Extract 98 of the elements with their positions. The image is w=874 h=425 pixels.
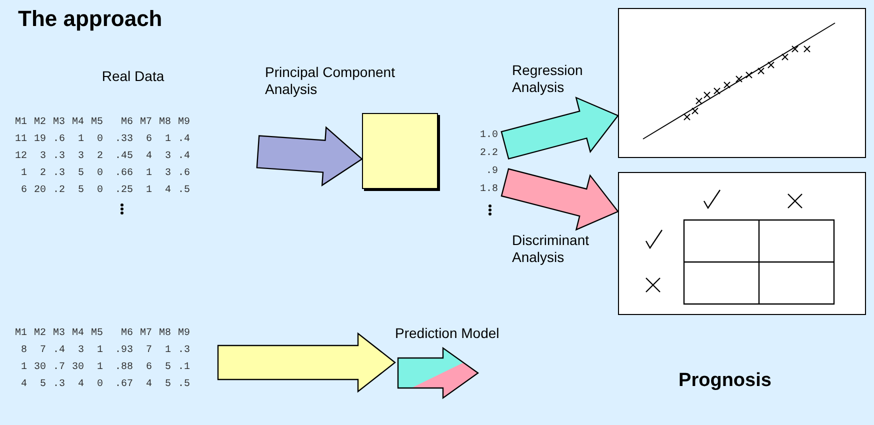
result-label: Prognosis — [678, 370, 772, 392]
table-cell-text: M8 — [158, 327, 171, 341]
table-cell-text: .33 — [114, 133, 133, 147]
table-cell-text: M1 — [14, 116, 27, 130]
table-cell-text: 4 — [76, 378, 84, 392]
block-arrow — [217, 332, 396, 393]
table-cell-text: M2 — [32, 116, 46, 130]
table-cell-text: .45 — [114, 150, 133, 164]
table-cell-text: .5 — [176, 378, 190, 392]
block-arrow — [500, 96, 619, 160]
table-cell-text: .88 — [114, 361, 133, 375]
score-value: 1.8 — [478, 184, 498, 195]
table-cell-text: .7 — [52, 361, 65, 375]
table-cell-text: 0 — [96, 133, 103, 147]
table-cell-text: 4 — [20, 378, 27, 392]
table-cell-text: .4 — [52, 344, 65, 358]
table-heading: Real Data — [100, 68, 166, 84]
table-cell-text: 7 — [144, 344, 152, 358]
table-cell-text: M9 — [176, 327, 190, 341]
table-cell-text: 0 — [96, 378, 103, 392]
table-cell-text: M9 — [176, 116, 190, 130]
table-cell-text: 3 — [38, 150, 46, 164]
table-cell-text: 19 — [32, 133, 46, 147]
table-cell-text: 3 — [76, 344, 84, 358]
table-cell-text: 7 — [38, 344, 46, 358]
table-cell-text: M4 — [70, 116, 84, 130]
table-cell-text: .2 — [52, 184, 65, 198]
table-cell-text: M2 — [32, 327, 46, 341]
table-cell-text: .3 — [52, 167, 65, 181]
table-cell-text: M8 — [158, 116, 171, 130]
table-cell-text: 4 — [144, 378, 152, 392]
table-cell-text: .25 — [114, 184, 133, 198]
table-cell-text: .6 — [52, 133, 65, 147]
table-cell-text: 1 — [164, 133, 171, 147]
block-arrow — [256, 126, 363, 186]
table-cell-text: 3 — [164, 167, 171, 181]
table-cell-text: 4 — [164, 184, 171, 198]
table-cell-text: 3 — [164, 150, 171, 164]
table-cell-text: 30 — [70, 361, 84, 375]
table-cell-text: .3 — [176, 344, 190, 358]
table-cell-text: .67 — [114, 378, 133, 392]
table-cell-text: .4 — [176, 133, 190, 147]
table-cell-text: M7 — [138, 327, 152, 341]
table-cell-text: 1 — [96, 344, 103, 358]
score-value: .9 — [484, 166, 498, 177]
edge-label: Regression Analysis — [512, 62, 584, 96]
table-cell-text: 11 — [14, 133, 27, 147]
table-cell-text: M3 — [52, 116, 65, 130]
table-cell-text: 1 — [20, 167, 27, 181]
edge-label: Discriminant Analysis — [512, 232, 590, 266]
table-cell-text: 20 — [32, 184, 46, 198]
table-cell-text: .3 — [52, 150, 65, 164]
table-cell-text: 1 — [76, 133, 84, 147]
table-cell-text: .3 — [52, 378, 65, 392]
arrow-label: Prediction Model — [395, 325, 500, 341]
table-cell-text: 0 — [96, 167, 103, 181]
table-cell-text: 5 — [164, 378, 171, 392]
table-cell-text: 0 — [96, 184, 103, 198]
table-cell-text: M3 — [52, 327, 65, 341]
plot-panel — [618, 8, 866, 158]
table-cell-text: .4 — [176, 150, 190, 164]
table-cell-text: .1 — [176, 361, 190, 375]
table-cell-text: 4 — [144, 150, 152, 164]
table-cell-text: 6 — [144, 361, 152, 375]
table-cell-text: 1 — [164, 344, 171, 358]
table-cell-text: M5 — [90, 116, 103, 130]
table-cell-text: M4 — [70, 327, 84, 341]
matrix-panel — [618, 172, 866, 315]
table-cell-text: 1 — [20, 361, 27, 375]
table-cell-text: 2 — [96, 150, 103, 164]
table-cell-text: 12 — [14, 150, 27, 164]
block-arrow — [500, 168, 619, 231]
title: The approach — [18, 6, 162, 32]
table-cell-text: M1 — [14, 327, 27, 341]
table-cell-text: M6 — [120, 327, 133, 341]
table-cell-text: 30 — [32, 361, 46, 375]
table-cell-text: 5 — [76, 184, 84, 198]
score-value: 2.2 — [478, 148, 498, 159]
edge-label: Principal Component Analysis — [265, 64, 396, 98]
table-cell-text: .5 — [176, 184, 190, 198]
table-cell-text: 2 — [38, 167, 46, 181]
table-cell-text: 6 — [144, 133, 152, 147]
table-cell-text: 1 — [144, 184, 152, 198]
table-cell-text: 5 — [76, 167, 84, 181]
table-cell-text: 6 — [20, 184, 27, 198]
table-cell-text: 3 — [76, 150, 84, 164]
table-cell-text: .93 — [114, 344, 133, 358]
score-value: 1.0 — [478, 130, 498, 141]
table-cell-text: .6 — [176, 167, 190, 181]
table-cell-text: M5 — [90, 327, 103, 341]
table-cell-text: 1 — [96, 361, 103, 375]
table-cell-text: M7 — [138, 116, 152, 130]
table-cell-text: 5 — [164, 361, 171, 375]
table-cell-text: M6 — [120, 116, 133, 130]
table-cell-text: 5 — [38, 378, 46, 392]
table-cell-text: .66 — [114, 167, 133, 181]
table-cell-text: 1 — [144, 167, 152, 181]
table-cell-text: 8 — [20, 344, 27, 358]
